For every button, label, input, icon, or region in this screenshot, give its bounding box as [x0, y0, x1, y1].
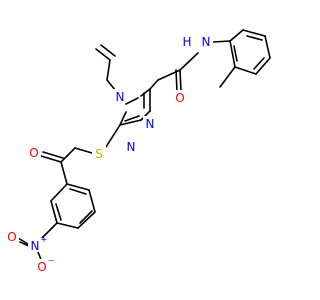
atom-label-backdrop	[173, 90, 187, 104]
bond	[157, 69, 181, 81]
bond	[219, 66, 236, 88]
bond	[60, 147, 76, 163]
bond	[74, 147, 93, 154]
bond	[79, 210, 93, 224]
bond	[100, 44, 116, 57]
atom-label-backdrop	[199, 34, 213, 48]
atom-n-amide: N	[202, 35, 211, 49]
charge-minus: −	[48, 256, 55, 265]
bond	[255, 57, 271, 75]
atom-o-nitro-single: O	[37, 260, 46, 274]
bond	[42, 151, 64, 159]
bond	[175, 69, 178, 93]
atom-label-backdrop	[92, 146, 106, 160]
bond	[66, 183, 90, 191]
bond	[246, 35, 263, 41]
bond	[50, 183, 68, 202]
bond	[77, 211, 96, 229]
bond	[179, 52, 199, 71]
bond	[253, 57, 265, 70]
molecule-structure: N H O N N N S O N + O O −	[0, 0, 300, 300]
atom-n2-triazole: N	[146, 117, 155, 131]
bond	[119, 111, 127, 126]
bond	[264, 35, 271, 59]
bond-layer	[17, 29, 271, 263]
bond	[106, 59, 111, 81]
atom-label-backdrop	[124, 139, 138, 153]
atom-label-layer: N H O N N N S O N + O O −	[5, 34, 213, 274]
bond	[17, 237, 29, 245]
atom-o-amide: O	[175, 91, 184, 105]
bond	[242, 29, 266, 37]
atom-s-thioether: S	[95, 147, 103, 161]
atom-o-ketone: O	[29, 146, 38, 160]
atom-n4-triazole: N	[116, 90, 125, 104]
bond	[40, 155, 62, 163]
atom-label-backdrop	[27, 145, 41, 159]
bond	[56, 222, 79, 229]
bond	[179, 69, 182, 93]
bond	[41, 222, 58, 239]
bond	[233, 45, 238, 62]
atom-h-amide: H	[182, 35, 191, 49]
charge-plus: +	[41, 235, 48, 244]
atom-label-backdrop	[5, 229, 19, 243]
bond	[95, 48, 111, 61]
bond	[149, 79, 159, 90]
bond	[124, 115, 140, 122]
bond	[212, 40, 231, 43]
bond	[229, 40, 236, 68]
atom-label-backdrop	[181, 34, 193, 48]
bond	[105, 124, 121, 148]
atom-n-nitro: N	[31, 239, 40, 253]
bond	[50, 200, 58, 224]
bond	[140, 110, 151, 121]
atom-label-backdrop	[113, 89, 127, 103]
canvas-background	[0, 0, 300, 300]
atom-n1-triazole: N	[127, 140, 136, 154]
atom-label-backdrop	[143, 116, 157, 130]
atom-label-backdrop	[35, 259, 49, 273]
bond	[69, 188, 87, 195]
bond	[119, 119, 142, 126]
bond	[125, 97, 139, 105]
atom-o-nitro-double: O	[7, 230, 16, 244]
bond	[55, 203, 62, 221]
bond	[88, 189, 96, 213]
atom-label-backdrop	[28, 238, 42, 252]
bond	[229, 29, 244, 42]
bond	[140, 88, 151, 97]
bond	[234, 66, 257, 75]
bond	[60, 161, 68, 185]
